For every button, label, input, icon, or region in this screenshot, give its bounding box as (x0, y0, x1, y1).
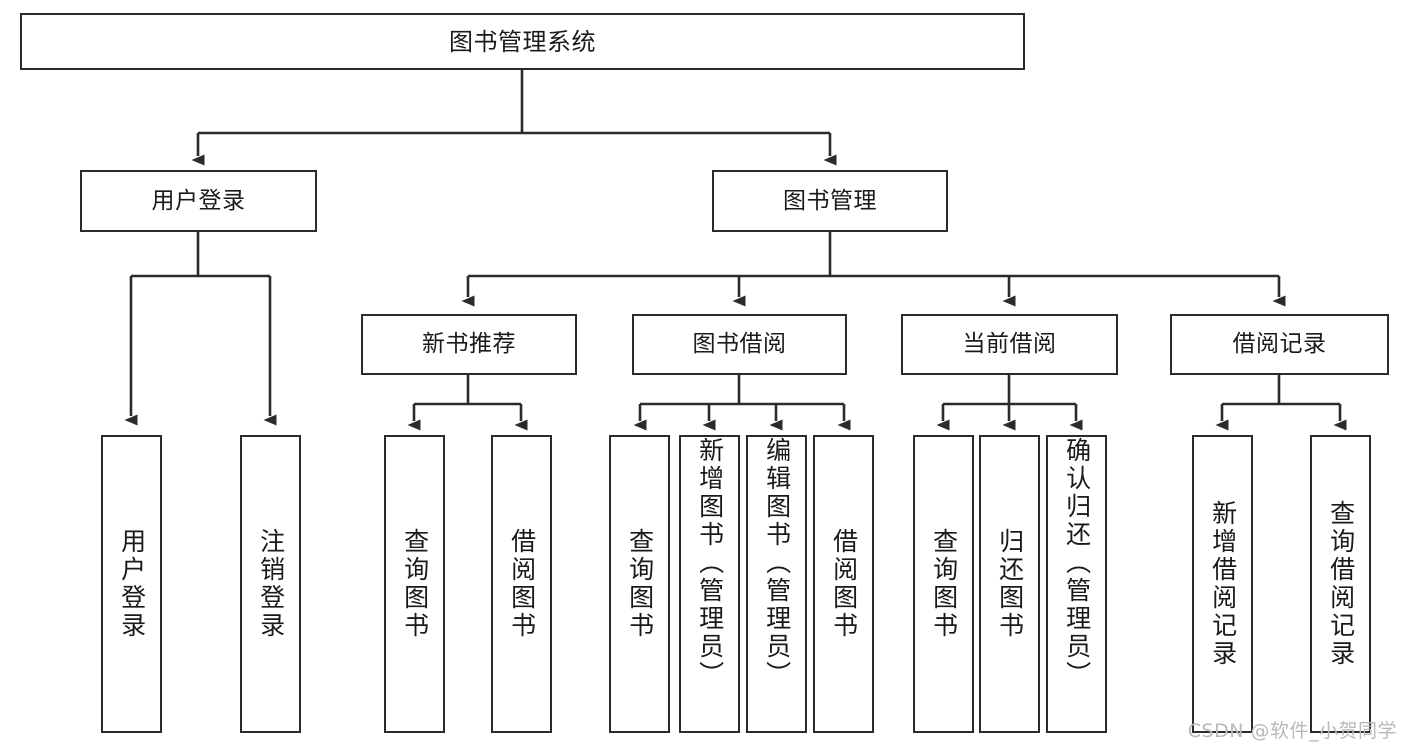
leaf-borrow-book-1[interactable]: 借阅图书 (491, 435, 552, 733)
node-label: 图书管理系统 (449, 27, 596, 56)
leaf-logout[interactable]: 注销登录 (240, 435, 301, 733)
node-label: 确认归还（管理员） (1062, 437, 1092, 689)
node-label: 图书借阅 (692, 331, 787, 357)
node-label: 用户登录 (151, 187, 246, 214)
node-book-management[interactable]: 图书管理 (712, 170, 948, 232)
node-label: 查询图书 (929, 528, 959, 640)
leaf-user-login[interactable]: 用户登录 (101, 435, 162, 733)
leaf-confirm-return[interactable]: 确认归还（管理员） (1046, 435, 1107, 733)
node-label: 编辑图书（管理员） (762, 437, 792, 689)
leaf-query-record[interactable]: 查询借阅记录 (1310, 435, 1371, 733)
node-current-borrow[interactable]: 当前借阅 (901, 314, 1118, 375)
node-label: 当前借阅 (962, 331, 1057, 357)
node-label: 图书管理 (783, 187, 877, 214)
node-label: 查询图书 (400, 528, 430, 640)
leaf-add-record[interactable]: 新增借阅记录 (1192, 435, 1253, 733)
leaf-return-book[interactable]: 归还图书 (979, 435, 1040, 733)
node-label: 查询图书 (625, 528, 655, 640)
node-user-login[interactable]: 用户登录 (80, 170, 317, 232)
node-book-borrow[interactable]: 图书借阅 (632, 314, 847, 375)
leaf-query-book-1[interactable]: 查询图书 (384, 435, 445, 733)
leaf-query-book-3[interactable]: 查询图书 (913, 435, 974, 733)
leaf-add-book[interactable]: 新增图书（管理员） (679, 435, 740, 733)
node-label: 借阅记录 (1232, 331, 1327, 357)
node-label: 注销登录 (256, 528, 286, 640)
leaf-edit-book[interactable]: 编辑图书（管理员） (746, 435, 807, 733)
node-label: 查询借阅记录 (1326, 500, 1356, 668)
watermark-text: CSDN @软件_小贺同学 (1187, 720, 1397, 742)
node-root-system[interactable]: 图书管理系统 (20, 13, 1025, 70)
node-label: 新增借阅记录 (1208, 500, 1238, 668)
leaf-borrow-book-2[interactable]: 借阅图书 (813, 435, 874, 733)
leaf-query-book-2[interactable]: 查询图书 (609, 435, 670, 733)
node-label: 借阅图书 (829, 528, 859, 640)
node-label: 用户登录 (117, 528, 147, 640)
node-new-book-recommend[interactable]: 新书推荐 (361, 314, 577, 375)
node-label: 归还图书 (995, 528, 1025, 640)
node-label: 新增图书（管理员） (695, 437, 725, 689)
node-label: 借阅图书 (507, 528, 537, 640)
node-borrow-record[interactable]: 借阅记录 (1170, 314, 1389, 375)
node-label: 新书推荐 (422, 331, 516, 357)
